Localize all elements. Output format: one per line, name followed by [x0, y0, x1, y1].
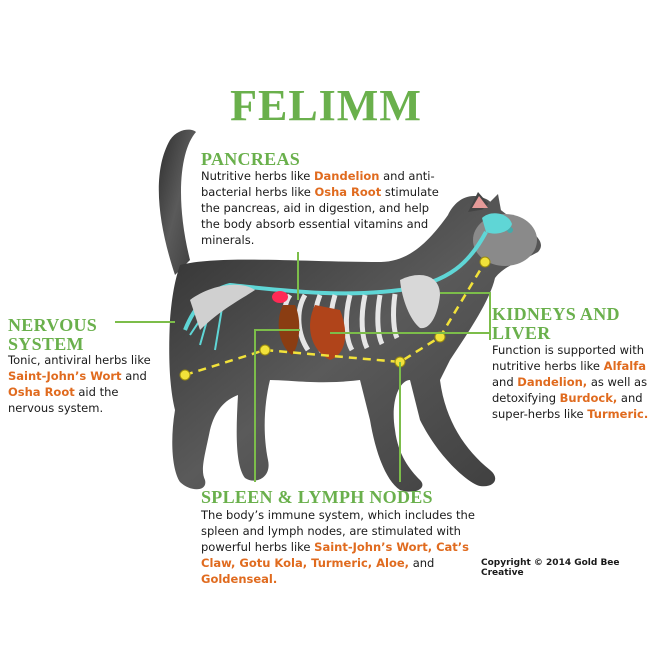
pancreas-description: Nutritive herbs like Dandelion and anti-… [201, 168, 441, 248]
leader-lines [115, 252, 491, 482]
pancreas-organ [272, 291, 288, 303]
spleen-lymph-heading: SPLEEN & LYMPH NODES [201, 487, 433, 507]
text: and [409, 556, 435, 570]
heading-line: NERVOUS [8, 315, 98, 335]
herb-alfalfa: Alfalfa [603, 359, 646, 373]
herb-dandelion: Dandelion [313, 169, 380, 183]
cat-tail [158, 129, 196, 275]
liver-organ [310, 305, 346, 360]
heading-line: SYSTEM [8, 334, 84, 354]
herb-dandelion: Dandelion, [517, 375, 588, 389]
herb-turmeric: Turmeric. [587, 407, 649, 421]
herb-osha-root: Osha Root [8, 385, 75, 399]
brain [482, 213, 512, 234]
text: and super-herbs like [492, 391, 643, 421]
text: and [492, 375, 518, 389]
heading-line: KIDNEYS AND [492, 304, 620, 324]
herb-osha-root: Osha Root [314, 185, 382, 199]
text: Tonic, antiviral herbs like [8, 353, 151, 367]
text: as well as detoxifying [492, 375, 648, 405]
text: Function is supported with nutritive her… [492, 343, 644, 373]
pancreas-heading: PANCREAS [201, 149, 301, 169]
lymph-nodes [179, 256, 491, 381]
text: stimulate the pancreas, aid in digestion… [201, 185, 439, 247]
lymph-path [184, 261, 487, 377]
text: Nutritive herbs like [201, 169, 314, 183]
text: aid the nervous system. [8, 385, 119, 415]
nervous-system-description: Tonic, antiviral herbs like Saint-John’s… [8, 352, 158, 416]
cat-body [169, 195, 541, 492]
text: The body’s immune system, which includes… [201, 508, 475, 554]
kidneys-liver-heading: KIDNEYS AND LIVER [492, 305, 620, 343]
nervous-system-heading: NERVOUS SYSTEM [8, 316, 97, 354]
herb-goldenseal: Goldenseal. [201, 572, 278, 586]
text: and [121, 369, 147, 383]
herb-saint-johns-wort: Saint-John’s Wort [8, 369, 122, 383]
copyright-notice: Copyright © 2014 Gold Bee Creative [481, 558, 620, 578]
spleen-lymph-description: The body’s immune system, which includes… [201, 507, 481, 587]
kidneys-liver-description: Function is supported with nutritive her… [492, 342, 652, 422]
page-title: FELIMM [230, 81, 422, 130]
herb-burdock: Burdock, [559, 391, 618, 405]
herb-list: Saint-John’s Wort, Cat’s Claw, Gotu Kola… [201, 540, 469, 570]
heading-line: LIVER [492, 323, 551, 343]
text: and anti-bacterial herbs like [201, 169, 435, 199]
